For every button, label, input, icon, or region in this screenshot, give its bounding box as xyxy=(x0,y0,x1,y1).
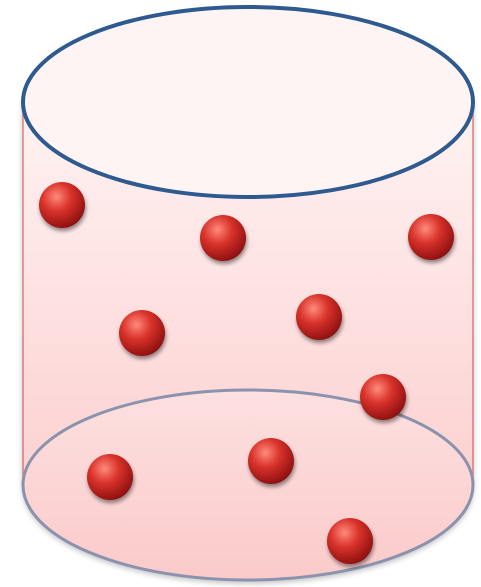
particle-9 xyxy=(327,518,373,564)
particle-5 xyxy=(296,294,342,340)
particle-3 xyxy=(408,214,454,260)
particle-6 xyxy=(360,374,406,420)
particle-8 xyxy=(248,438,294,484)
particle-7 xyxy=(87,454,133,500)
particle-2 xyxy=(200,215,246,261)
cylinder-top xyxy=(23,7,473,197)
particle-4 xyxy=(119,310,165,356)
particle-1 xyxy=(39,182,85,228)
